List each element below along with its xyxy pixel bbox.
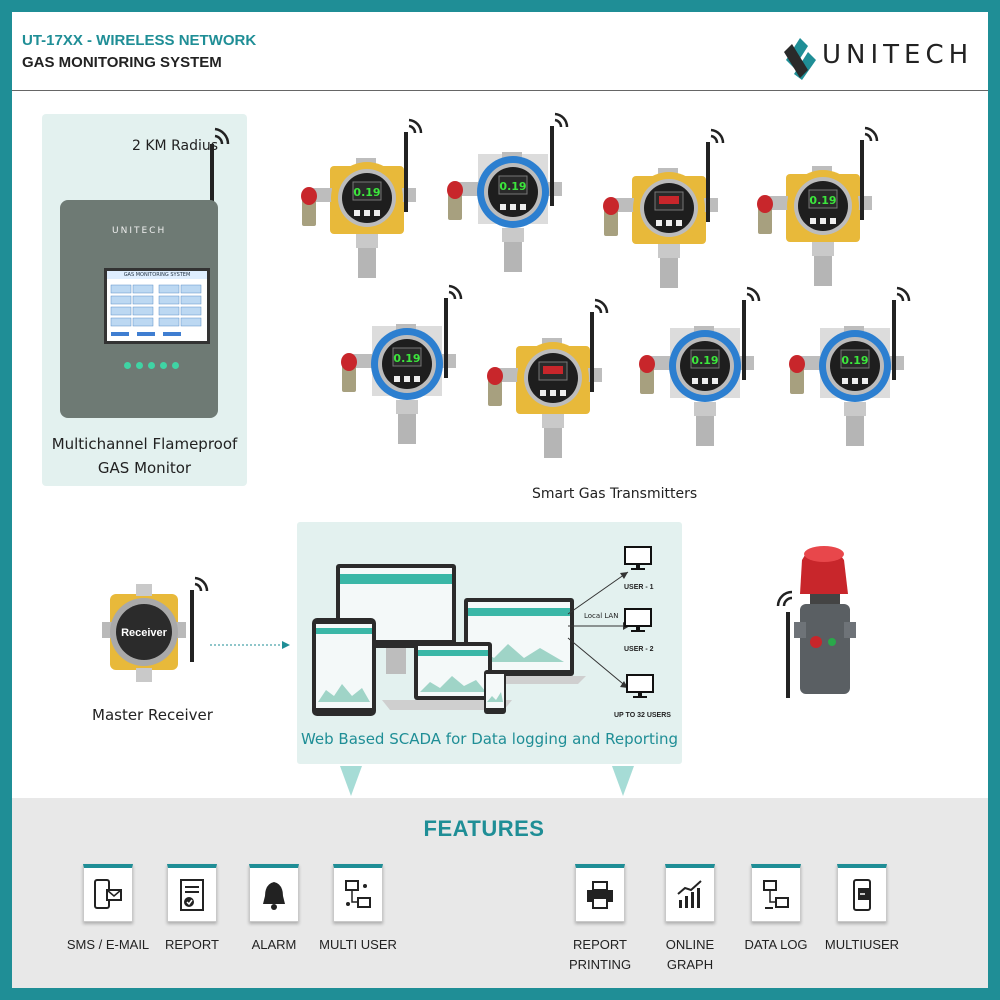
feature-label-line-1: SMS / E-MAIL xyxy=(66,937,150,952)
user-monitor-icon xyxy=(624,546,652,570)
receiver-to-scada-arrow xyxy=(210,641,290,649)
status-led xyxy=(172,362,179,369)
gas-transmitter: 0.19 xyxy=(341,284,463,444)
monitor-screen-title: GAS MONITORING SYSTEM xyxy=(107,271,207,279)
feature-report: REPORT xyxy=(144,864,240,955)
report-icon xyxy=(167,864,217,922)
feature-label: REPORT xyxy=(144,935,240,955)
down-arrow-left xyxy=(340,766,362,796)
sms-email-icon xyxy=(83,864,133,922)
transmitter-reading: 0.19 xyxy=(393,352,420,365)
page-title: UT-17XX - WIRELESS NETWORK GAS MONITORIN… xyxy=(22,30,256,74)
transmitter-reading: 0.19 xyxy=(353,186,380,199)
radius-label: 2 KM Radius xyxy=(132,138,219,154)
title-line-2: GAS MONITORING SYSTEM xyxy=(22,54,222,71)
feature-label-line-2: GRAPH xyxy=(666,957,714,972)
beacon-hooter-device xyxy=(776,546,856,698)
brand-name: UNITECH xyxy=(822,40,974,70)
feature-online-graph: ONLINE GRAPH xyxy=(642,864,738,975)
status-led xyxy=(136,362,143,369)
feature-label-line-1: DATA LOG xyxy=(744,937,808,952)
feature-label-line-1: ONLINE xyxy=(665,937,715,952)
transmitter-reading: 0.19 xyxy=(499,180,526,193)
status-led xyxy=(160,362,167,369)
feature-label: MULTI USER xyxy=(310,935,406,955)
feature-multiuser: MULTIUSER xyxy=(814,864,910,955)
gas-transmitter xyxy=(487,298,609,458)
mobile-user-icon xyxy=(837,864,887,922)
multi-user-icon xyxy=(333,864,383,922)
gas-transmitter: 0.19 xyxy=(639,286,761,446)
user-monitor-icon xyxy=(624,608,652,632)
feature-label-line-1: MULTIUSER xyxy=(824,937,900,952)
title-line-1: UT-17XX - WIRELESS NETWORK xyxy=(22,32,257,49)
receiver-caption: Master Receiver xyxy=(92,706,213,724)
monitor-brand-label: UNITECH xyxy=(112,226,167,236)
gas-transmitter xyxy=(603,128,725,288)
feature-label: ONLINE GRAPH xyxy=(642,935,738,975)
transmitter-display-segments xyxy=(659,196,679,204)
feature-sms-email: SMS / E-MAIL xyxy=(60,864,156,955)
transmitter-reading: 0.19 xyxy=(841,354,868,367)
transmitter-reading: 0.19 xyxy=(691,354,718,367)
feature-label-line-1: ALARM xyxy=(251,937,297,952)
feature-label: ALARM xyxy=(226,935,322,955)
scada-devices-illustration xyxy=(312,564,586,716)
header-divider xyxy=(12,90,988,91)
data-log-icon xyxy=(751,864,801,922)
gas-transmitter: 0.19 xyxy=(789,286,911,446)
feature-label: REPORT PRINTING xyxy=(552,935,648,975)
diagram-frame: UT-17XX - WIRELESS NETWORK GAS MONITORIN… xyxy=(12,12,988,988)
monitor-screen: GAS MONITORING SYSTEM xyxy=(104,268,210,344)
features-title: FEATURES xyxy=(423,816,545,841)
user-monitor-icon xyxy=(626,674,654,698)
feature-multi-user: MULTI USER xyxy=(310,864,406,955)
feature-label: MULTIUSER xyxy=(814,935,910,955)
user-label-2: USER - 2 xyxy=(624,646,654,653)
down-arrow-right xyxy=(612,766,634,796)
feature-report-printing: REPORT PRINTING xyxy=(552,864,648,975)
monitor-screen-grid xyxy=(110,284,202,336)
feature-label-line-1: REPORT xyxy=(573,937,627,952)
printer-icon xyxy=(575,864,625,922)
gas-transmitter: 0.19 xyxy=(757,126,879,286)
status-led xyxy=(148,362,155,369)
transmitters-caption: Smart Gas Transmitters xyxy=(532,486,698,502)
graph-icon xyxy=(665,864,715,922)
feature-alarm: ALARM xyxy=(226,864,322,955)
feature-label-line-1: MULTI USER xyxy=(319,937,397,952)
scada-caption: Web Based SCADA for Data logging and Rep… xyxy=(300,730,679,748)
brand-mark-icon xyxy=(784,38,816,80)
master-receiver-device: Receiver xyxy=(102,576,209,682)
user-label-1: USER - 1 xyxy=(624,584,654,591)
transmitter-reading: 0.19 xyxy=(809,194,836,207)
monitor-antenna-icon xyxy=(210,127,230,230)
feature-label: SMS / E-MAIL xyxy=(60,935,156,955)
alarm-bell-icon xyxy=(249,864,299,922)
feature-label-line-1: REPORT xyxy=(165,937,219,952)
feature-label-line-2: PRINTING xyxy=(568,957,632,972)
user-label-3: UP TO 32 USERS xyxy=(614,712,671,719)
monitor-caption: Multichannel Flameproof GAS Monitor xyxy=(42,432,247,480)
feature-data-log: DATA LOG xyxy=(728,864,824,955)
monitor-caption-line-2: GAS Monitor xyxy=(97,459,192,477)
gas-transmitter: 0.19 xyxy=(447,112,569,272)
local-lan-label: Local LAN xyxy=(584,612,619,620)
brand-logo: UNITECH xyxy=(780,30,980,82)
transmitter-display-segments xyxy=(543,366,563,374)
feature-label: DATA LOG xyxy=(728,935,824,955)
gas-transmitter: 0.19 xyxy=(301,118,423,278)
receiver-device-label: Receiver xyxy=(121,627,168,639)
monitor-caption-line-1: Multichannel Flameproof xyxy=(51,435,238,453)
status-led xyxy=(124,362,131,369)
